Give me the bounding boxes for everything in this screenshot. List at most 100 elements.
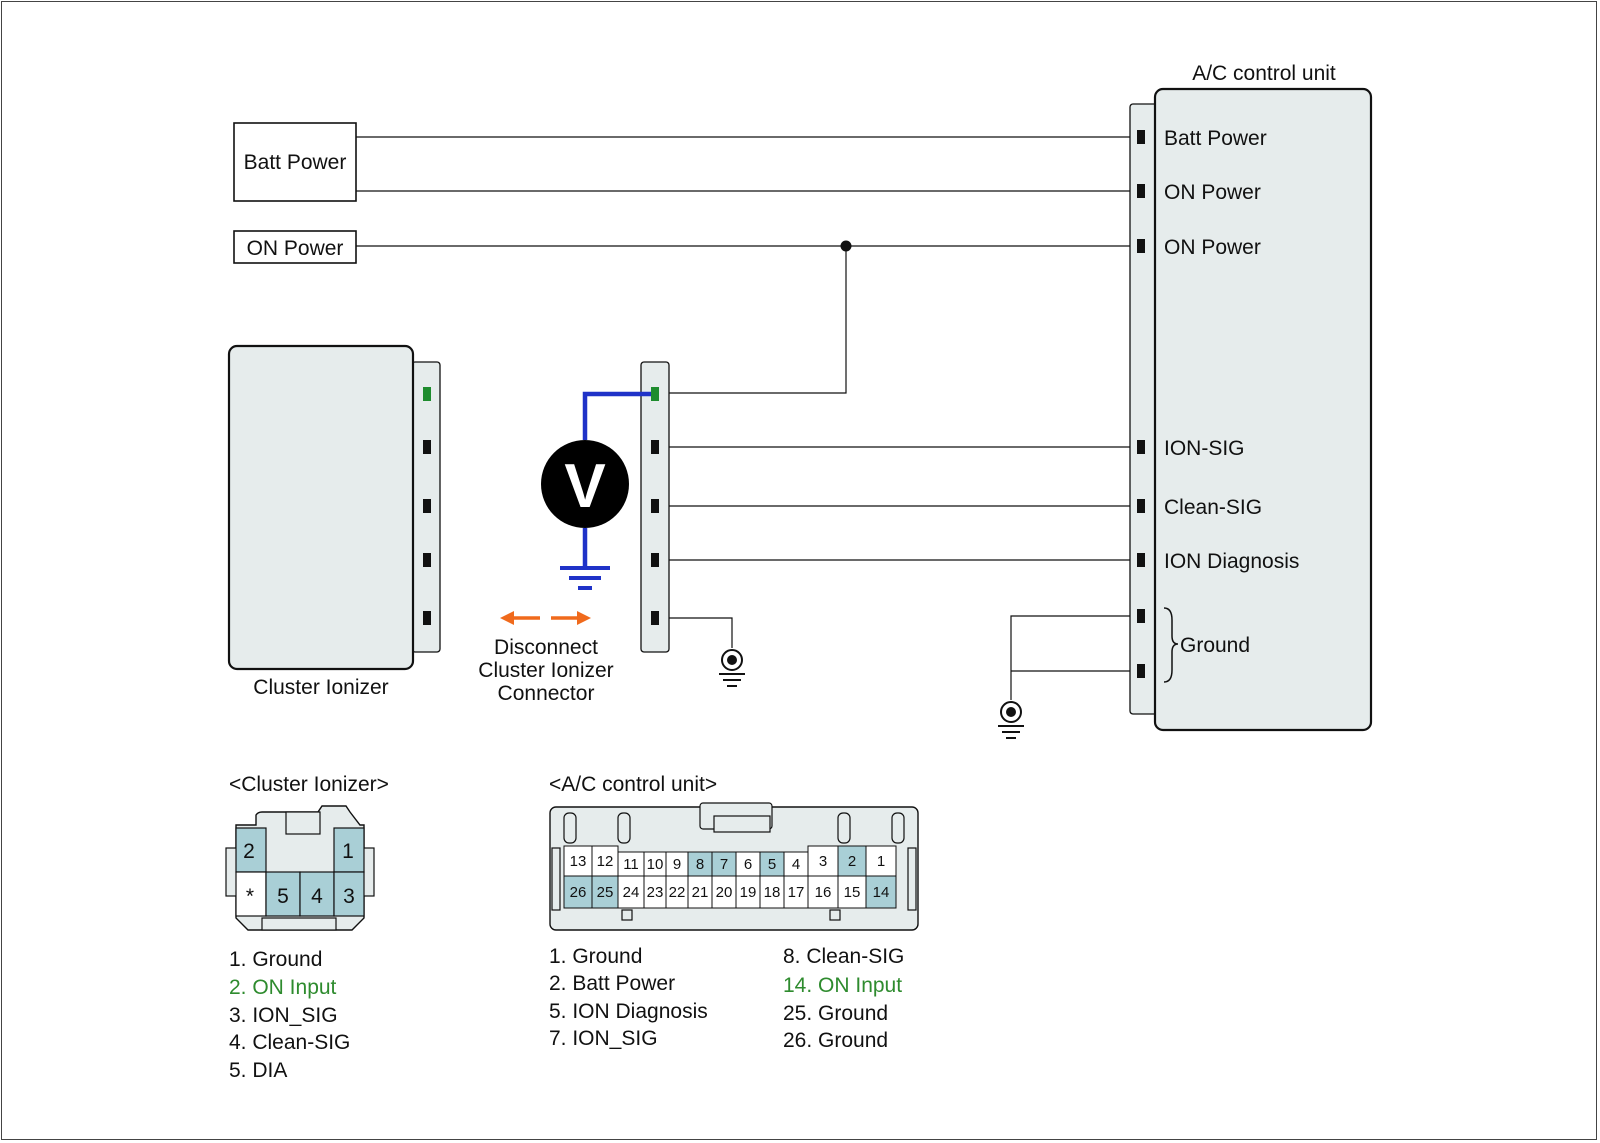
- junction-dot: [840, 240, 852, 252]
- pin-cell: [837, 875, 867, 909]
- legend-item: 3. ION_SIG: [229, 1004, 338, 1027]
- voltmeter-symbol: V: [564, 452, 605, 521]
- harness-pin: [651, 499, 659, 513]
- pin-cell: [865, 845, 897, 877]
- acu-pin-label: ION Diagnosis: [1164, 550, 1299, 573]
- cluster-pin: [423, 440, 431, 454]
- chassis-ground-icon: [998, 701, 1024, 739]
- pin-cell: [265, 871, 301, 917]
- wire-acu-ground-1: [1010, 615, 1140, 700]
- pin-cell: [617, 875, 645, 909]
- pin-number: 13: [570, 853, 587, 870]
- acu-body: [1153, 87, 1373, 732]
- on-power-label: ON Power: [247, 237, 344, 260]
- legend-item: 1. Ground: [549, 945, 642, 968]
- disconnect-note-line: Connector: [498, 682, 595, 705]
- legend-item: 26. Ground: [783, 1029, 888, 1052]
- pin-cell: [807, 875, 839, 909]
- pin-number: 1: [877, 853, 885, 870]
- pin-cell: [711, 875, 737, 909]
- acu-pin: [1137, 440, 1145, 454]
- legend-item: 4. Clean-SIG: [229, 1031, 350, 1054]
- on-power-box: [233, 230, 357, 264]
- legend-item: 14. ON Input: [783, 974, 902, 997]
- pin-number: 3: [343, 885, 355, 908]
- pin-number: 9: [673, 856, 681, 873]
- cluster-pin: [423, 611, 431, 625]
- pin-number: 17: [788, 884, 805, 901]
- pin-number: 11: [623, 856, 639, 873]
- legend-item: 2. Batt Power: [549, 972, 675, 995]
- acu-pin: [1137, 664, 1145, 678]
- pin-number: 4: [792, 856, 800, 873]
- pin-number: 26: [570, 884, 587, 901]
- acu-pin: [1137, 553, 1145, 567]
- acu-pin: [1137, 239, 1145, 253]
- pin-number: 12: [597, 853, 614, 870]
- pin-cell: [687, 875, 713, 909]
- pin-number: 16: [815, 884, 832, 901]
- pin-number: 2: [243, 840, 255, 863]
- pin-number: 23: [647, 884, 664, 901]
- batt-power-label: Batt Power: [244, 151, 347, 174]
- legend-item: 2. ON Input: [229, 976, 337, 999]
- pin-number: 1: [342, 840, 354, 863]
- pin-number: 18: [764, 884, 781, 901]
- pin-cell: [299, 871, 335, 917]
- voltmeter-icon: [541, 440, 629, 528]
- acu-pin: [1137, 499, 1145, 513]
- pin-number: *: [246, 885, 254, 908]
- pin-cell: [759, 851, 785, 877]
- legend-item: 7. ION_SIG: [549, 1027, 658, 1050]
- harness-active-pin: [651, 387, 659, 401]
- ground-brace: [1163, 607, 1179, 683]
- legend-item: 5. DIA: [229, 1059, 287, 1082]
- pin-number: 20: [716, 884, 733, 901]
- harness-pin: [651, 611, 659, 625]
- cluster-legend: 1. Ground 2. ON Input 3. ION_SIG 4. Clea…: [229, 948, 350, 1082]
- acu-pin-label: ON Power: [1164, 181, 1261, 204]
- pin-number: 14: [873, 884, 890, 901]
- acu-connector-title: <A/C control unit>: [549, 773, 717, 796]
- disconnect-note-line: Cluster Ionizer: [478, 659, 613, 682]
- acu-pin-label: Batt Power: [1164, 127, 1267, 150]
- acu-pin: [1137, 184, 1145, 198]
- acu-pin-label: ON Power: [1164, 236, 1261, 259]
- pin-number: 4: [311, 885, 323, 908]
- cluster-connector-title: <Cluster Ionizer>: [229, 773, 389, 796]
- pin-number: 2: [848, 853, 856, 870]
- pin-number: 5: [768, 856, 776, 873]
- harness-pin: [651, 553, 659, 567]
- meter-lead-positive: [582, 391, 651, 440]
- acu-connector-face: 1326122511241023922821720619518417316215…: [549, 802, 919, 931]
- chassis-ground-icon: [719, 649, 745, 687]
- pin-number: 6: [744, 856, 752, 873]
- pin-number: 25: [597, 884, 614, 901]
- pin-cell: [865, 875, 897, 909]
- acu-legend-left: 1. Ground 2. Batt Power 5. ION Diagnosis…: [549, 945, 708, 1050]
- cluster-pin: [423, 499, 431, 513]
- acu-pin-labels: Batt Power ON Power ON Power ION-SIG Cle…: [1164, 127, 1299, 573]
- disconnect-arrows-icon: [500, 611, 591, 625]
- legend-item: 1. Ground: [229, 948, 322, 971]
- pin-number: 10: [647, 856, 664, 873]
- cluster-pins: [423, 440, 431, 625]
- cluster-ionizer-label: Cluster Ionizer: [253, 676, 388, 699]
- pin-cell: [687, 851, 713, 877]
- disconnect-note: Disconnect Cluster Ionizer Connector: [478, 636, 613, 705]
- acu-ground-label: Ground: [1180, 634, 1250, 657]
- acu-legend-right: 8. Clean-SIG 14. ON Input 25. Ground 26.…: [783, 945, 904, 1052]
- pin-number: 7: [720, 856, 728, 873]
- pin-number: 22: [669, 884, 686, 901]
- pin-cell: [591, 845, 619, 877]
- pin-number: 8: [696, 856, 704, 873]
- cluster-active-pin: [423, 387, 431, 401]
- wire-on-power-branch: [658, 246, 847, 394]
- legend-item: 8. Clean-SIG: [783, 945, 904, 968]
- acu-title: A/C control unit: [1192, 62, 1336, 85]
- acu-pin: [1137, 609, 1145, 623]
- harness-pin: [651, 440, 659, 454]
